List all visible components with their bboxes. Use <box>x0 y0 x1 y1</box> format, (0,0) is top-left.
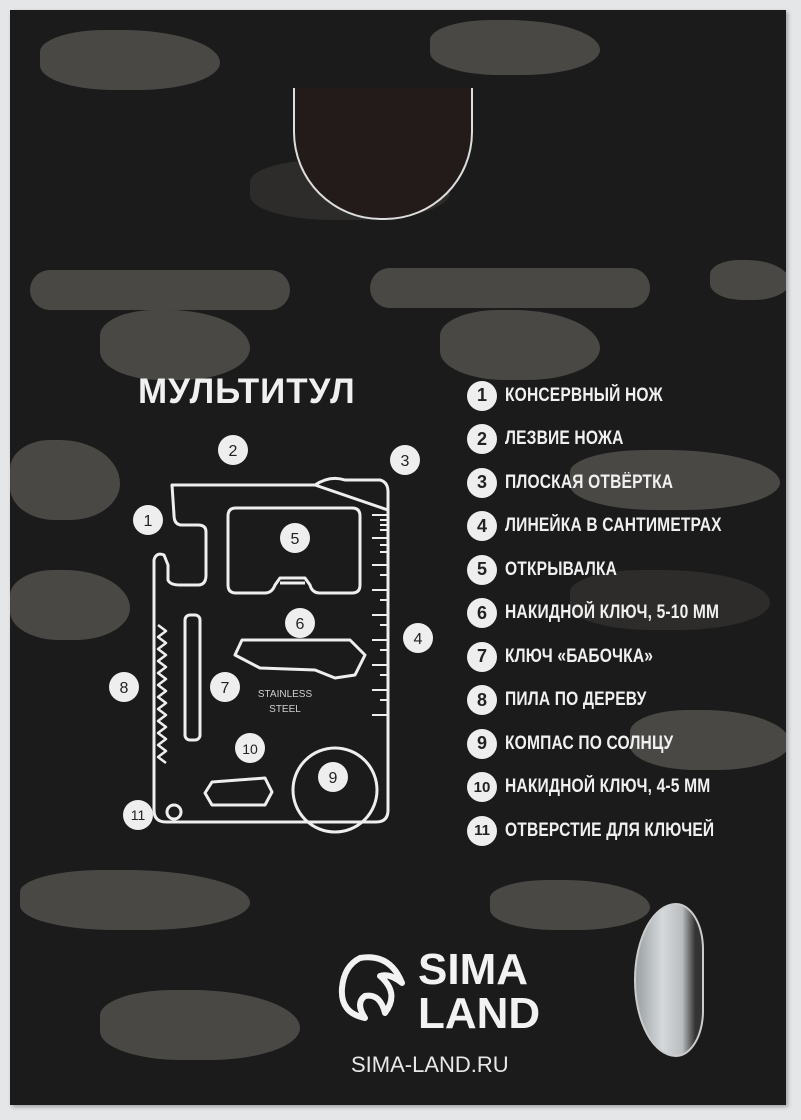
svg-text:10: 10 <box>242 741 258 757</box>
hang-hole <box>634 903 704 1057</box>
feature-label: ОТКРЫВАЛКА <box>505 558 618 580</box>
feature-item: 8 ПИЛА ПО ДЕРЕВУ <box>467 679 769 723</box>
camo-patch <box>10 570 130 640</box>
wrench-5-10 <box>233 638 367 680</box>
svg-text:1: 1 <box>144 513 153 530</box>
feature-label: НАКИДНОЙ КЛЮЧ, 5-10 ММ <box>505 602 720 624</box>
hang-tab-cutout <box>293 88 473 220</box>
feature-label: ПЛОСКАЯ ОТВЁРТКА <box>505 471 674 493</box>
feature-label: КЛЮЧ «БАБОЧКА» <box>505 645 654 667</box>
feature-number: 2 <box>467 424 497 455</box>
callout-marker: 8 <box>109 672 139 702</box>
camo-patch <box>430 20 600 75</box>
camo-patch <box>630 710 786 770</box>
feature-number: 9 <box>467 728 497 759</box>
butterfly-key-slot <box>183 613 202 742</box>
feature-number: 7 <box>467 641 497 672</box>
svg-text:2: 2 <box>229 443 238 460</box>
callout-marker: 9 <box>318 762 348 792</box>
feature-item: 11 ОТВЕРСТИЕ ДЛЯ КЛЮЧЕЙ <box>467 809 769 853</box>
feature-label: ПИЛА ПО ДЕРЕВУ <box>505 689 647 711</box>
feature-item: 7 КЛЮЧ «БАБОЧКА» <box>467 635 769 679</box>
feature-number: 6 <box>467 598 497 629</box>
feature-number: 5 <box>467 554 497 585</box>
svg-text:6: 6 <box>296 616 305 633</box>
camo-patch <box>570 570 770 630</box>
package-back <box>10 10 786 1105</box>
camo-patch <box>100 990 300 1060</box>
camo-patch <box>440 310 600 380</box>
camo-patch <box>30 270 290 310</box>
callout-marker: 2 <box>218 435 248 465</box>
feature-number: 1 <box>467 380 497 411</box>
callout-marker: 1 <box>133 505 163 535</box>
stamp-text: STEEL <box>269 704 301 715</box>
feature-label: КОНСЕРВНЫЙ НОЖ <box>505 384 663 406</box>
feature-label: ОТВЕРСТИЕ ДЛЯ КЛЮЧЕЙ <box>505 819 715 841</box>
callout-marker: 3 <box>390 445 420 475</box>
wrench-4-5 <box>203 776 274 807</box>
brand-logo: SIMA LAND <box>330 948 540 1036</box>
callout-marker: 7 <box>210 672 240 702</box>
feature-item: 9 КОМПАС ПО СОЛНЦУ <box>467 722 769 766</box>
callout-marker: 5 <box>280 523 310 553</box>
camo-patch <box>40 30 220 90</box>
feature-label: НАКИДНОЙ КЛЮЧ, 4-5 ММ <box>505 776 711 798</box>
feature-list: 1 КОНСЕРВНЫЙ НОЖ 2 ЛЕЗВИЕ НОЖА 3 ПЛОСКАЯ ОТ… <box>467 374 769 853</box>
svg-text:9: 9 <box>329 770 338 787</box>
feature-label: ЛЕЗВИЕ НОЖА <box>505 428 624 450</box>
camo-patch <box>100 310 250 380</box>
bottle-opener <box>226 506 362 595</box>
feature-item: 4 ЛИНЕЙКА В САНТИМЕТРАХ <box>467 505 769 549</box>
camo-patch <box>10 440 120 520</box>
camo-patch <box>490 880 650 930</box>
brand-name: SIMA LAND <box>418 945 541 1038</box>
feature-number: 10 <box>467 772 497 803</box>
feature-number: 3 <box>467 467 497 498</box>
feature-number: 8 <box>467 685 497 716</box>
camo-patch <box>20 870 250 930</box>
multitool-card-diagram: STAINLESS STEEL 2 3 1 5 6 4 8 7 10 9 11 <box>109 435 433 834</box>
camo-patch <box>710 260 786 300</box>
svg-text:4: 4 <box>414 631 423 648</box>
website-url: SIMA-LAND.RU <box>351 1052 509 1077</box>
card-outline <box>152 476 390 824</box>
feature-item: 5 ОТКРЫВАЛКА <box>467 548 769 592</box>
feature-label: КОМПАС ПО СОЛНЦУ <box>505 732 674 754</box>
feature-item: 2 ЛЕЗВИЕ НОЖА <box>467 418 769 462</box>
svg-text:7: 7 <box>221 680 230 697</box>
wood-saw <box>156 624 168 764</box>
sun-compass <box>291 746 379 834</box>
callout-marker: 4 <box>403 623 433 653</box>
centimeter-ruler <box>372 514 388 716</box>
svg-text:3: 3 <box>401 453 410 470</box>
callout-marker: 11 <box>123 800 153 830</box>
feature-item: 1 КОНСЕРВНЫЙ НОЖ <box>467 374 769 418</box>
stamp-text: STAINLESS <box>258 689 313 700</box>
product-title: МУЛЬТИТУЛ <box>138 372 356 411</box>
callout-marker: 6 <box>285 608 315 638</box>
feature-label: ЛИНЕЙКА В САНТИМЕТРАХ <box>505 515 722 537</box>
callout-marker: 10 <box>235 733 265 763</box>
dolphin-logo-icon <box>338 954 405 1021</box>
camo-patch <box>570 450 780 510</box>
feature-item: 3 ПЛОСКАЯ ОТВЁРТКА <box>467 461 769 505</box>
feature-item: 10 НАКИДНОЙ КЛЮЧ, 4-5 ММ <box>467 766 769 810</box>
svg-text:11: 11 <box>131 807 146 823</box>
feature-item: 6 НАКИДНОЙ КЛЮЧ, 5-10 ММ <box>467 592 769 636</box>
svg-text:5: 5 <box>291 531 300 548</box>
key-ring-hole <box>165 803 183 821</box>
svg-text:8: 8 <box>120 680 129 697</box>
feature-number: 11 <box>467 815 497 846</box>
feature-number: 4 <box>467 511 497 542</box>
camo-patch <box>370 268 650 308</box>
